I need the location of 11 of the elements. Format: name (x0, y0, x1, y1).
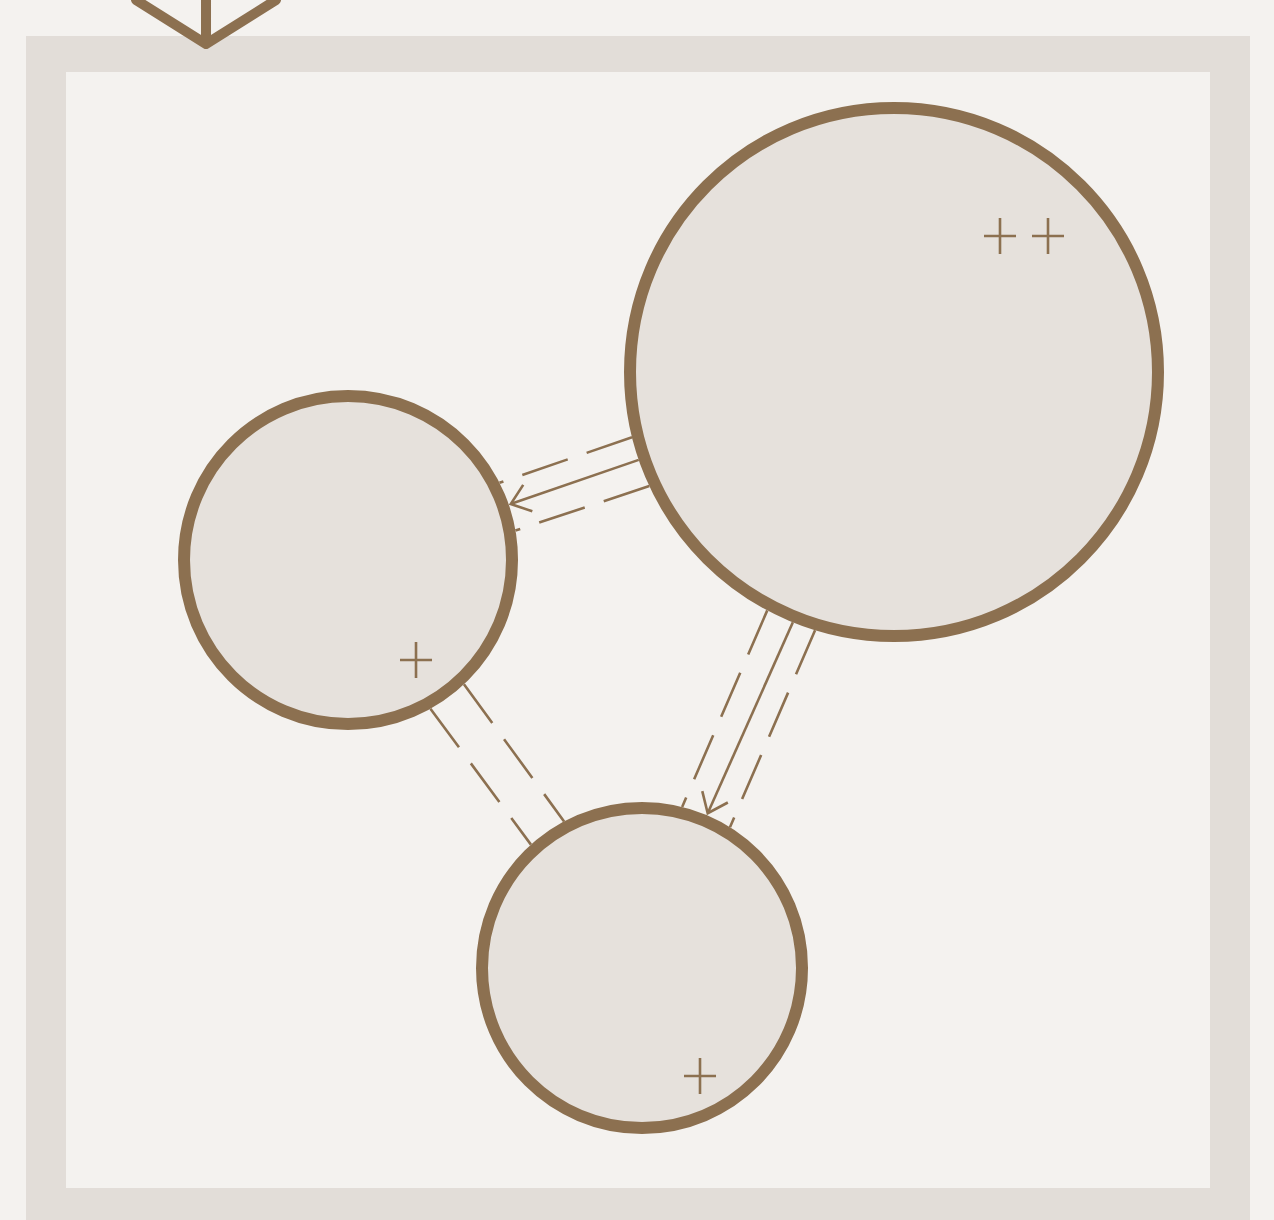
dashed-line (429, 707, 532, 846)
circle (178, 390, 518, 730)
dashed-line (462, 683, 566, 823)
dashed-line (515, 484, 650, 532)
arrow (508, 458, 640, 513)
circle (624, 102, 1164, 642)
dashed-line (728, 629, 817, 828)
dashed-line (680, 609, 769, 808)
circle (476, 802, 808, 1134)
arrow (701, 621, 795, 816)
dashed-line (499, 436, 633, 485)
